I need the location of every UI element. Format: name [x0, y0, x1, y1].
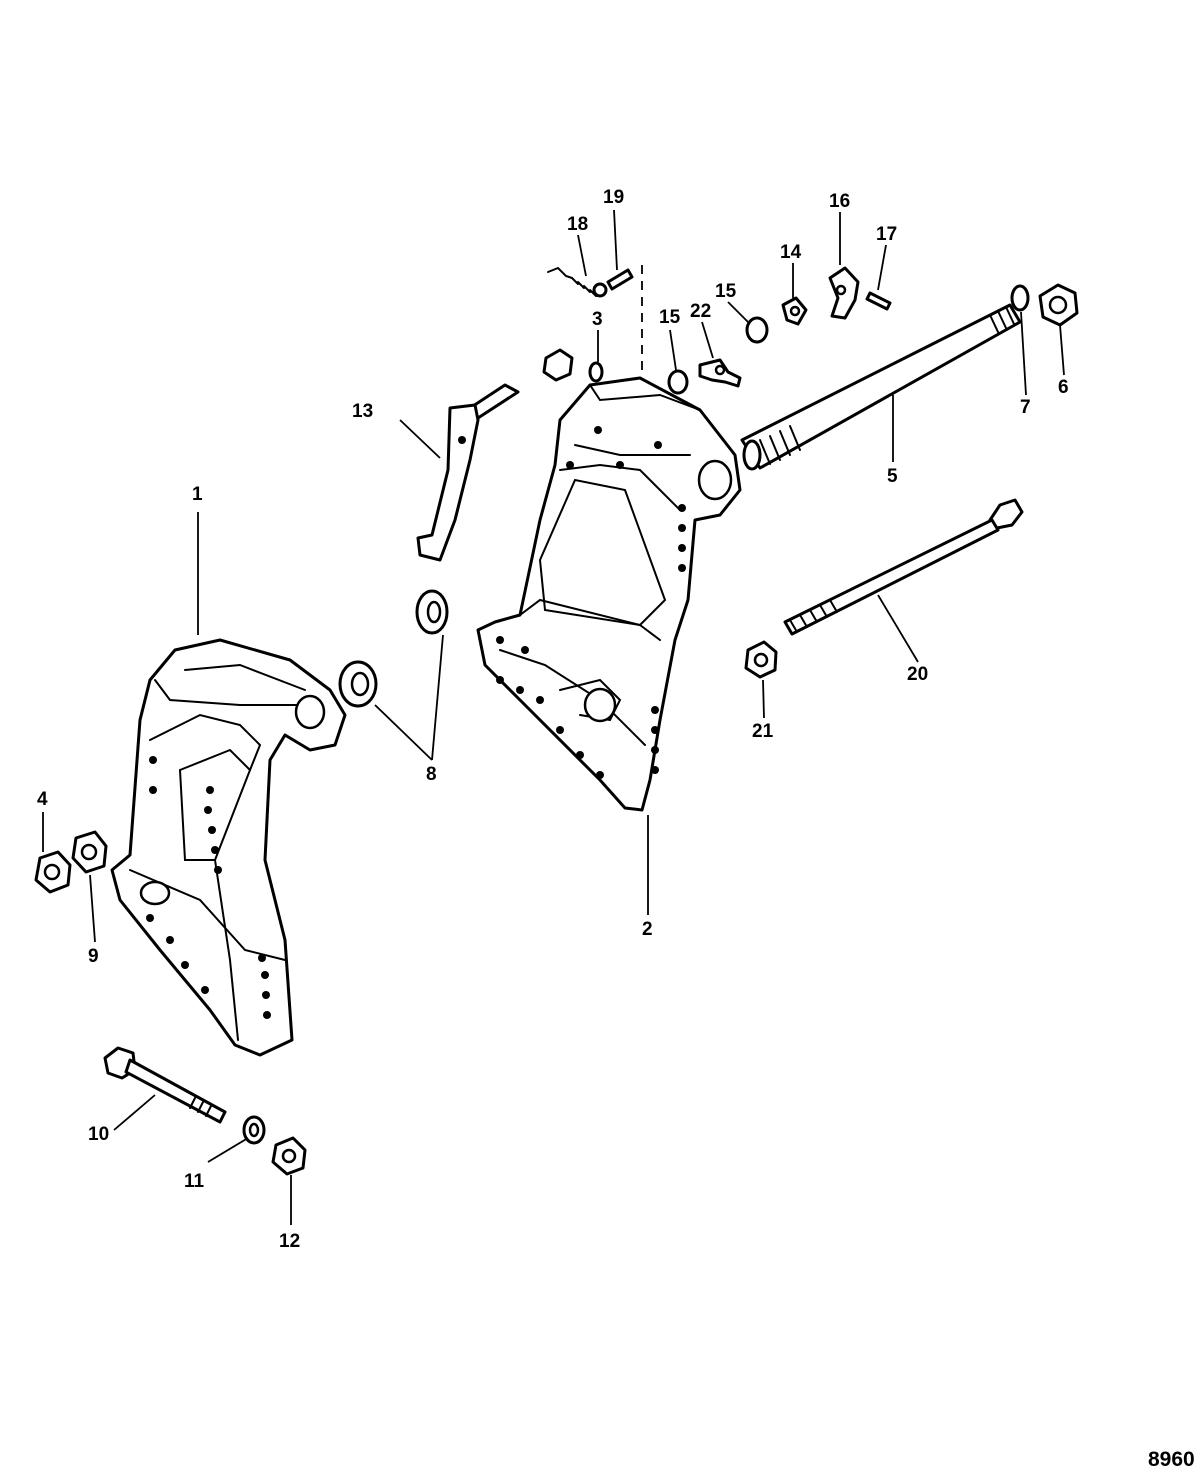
- part-18-spring: [547, 266, 608, 298]
- callout-19: 19: [603, 187, 624, 208]
- part-20-through-bolt: [783, 498, 1024, 636]
- part-15-bushing-left: [667, 369, 689, 395]
- part-16-latch: [828, 266, 860, 320]
- part-7-ring: [1010, 284, 1030, 312]
- callout-labels: 1 2 3 4 5 6 7 8 9 10 11 12 13 14 15 15 1…: [37, 187, 1195, 1471]
- callout-21: 21: [752, 721, 774, 742]
- part-21-nut: [744, 640, 778, 679]
- callout-22: 22: [690, 301, 711, 322]
- part-9-locknut: [71, 830, 108, 874]
- callout-16: 16: [829, 191, 850, 212]
- callout-2: 2: [642, 919, 653, 940]
- part-14-washer: [781, 296, 808, 326]
- callout-5: 5: [887, 466, 898, 487]
- callout-18: 18: [567, 214, 588, 235]
- part-22-latch-link: [698, 358, 742, 388]
- callout-6: 6: [1058, 377, 1069, 398]
- callout-12: 12: [279, 1231, 300, 1252]
- callout-8: 8: [426, 764, 437, 785]
- callout-10: 10: [88, 1124, 109, 1145]
- callout-3: 3: [592, 309, 603, 330]
- callout-17: 17: [876, 224, 897, 245]
- callout-4: 4: [37, 789, 48, 810]
- callout-15b: 15: [715, 281, 737, 302]
- callout-1: 1: [192, 484, 203, 505]
- part-17-pin: [865, 291, 892, 311]
- part-10-bolt: [103, 1046, 227, 1124]
- callout-15a: 15: [659, 307, 681, 328]
- diagram-reference-number: 8960: [1148, 1448, 1195, 1471]
- part-2-clamp-bracket: [476, 376, 742, 812]
- callout-11: 11: [184, 1171, 205, 1192]
- leader-lines: [42, 209, 1065, 1225]
- callout-9: 9: [88, 946, 99, 967]
- part-19-pin: [606, 268, 634, 291]
- part-8-bushings: [338, 589, 449, 708]
- callout-14: 14: [780, 242, 802, 263]
- part-15-bushing-right: [745, 316, 769, 344]
- part-13-tilt-lever: [416, 383, 520, 562]
- part-4-nut: [34, 850, 72, 894]
- callout-7: 7: [1020, 397, 1031, 418]
- callout-13: 13: [352, 401, 373, 422]
- callout-20: 20: [907, 664, 928, 685]
- part-5-tilt-tube: [740, 303, 1022, 471]
- part-3-screw: [542, 348, 604, 383]
- part-6-nut: [1038, 283, 1079, 327]
- part-11-washer: [242, 1115, 266, 1145]
- part-12-nut: [271, 1136, 307, 1176]
- part-1-clamp-bracket: [110, 638, 347, 1057]
